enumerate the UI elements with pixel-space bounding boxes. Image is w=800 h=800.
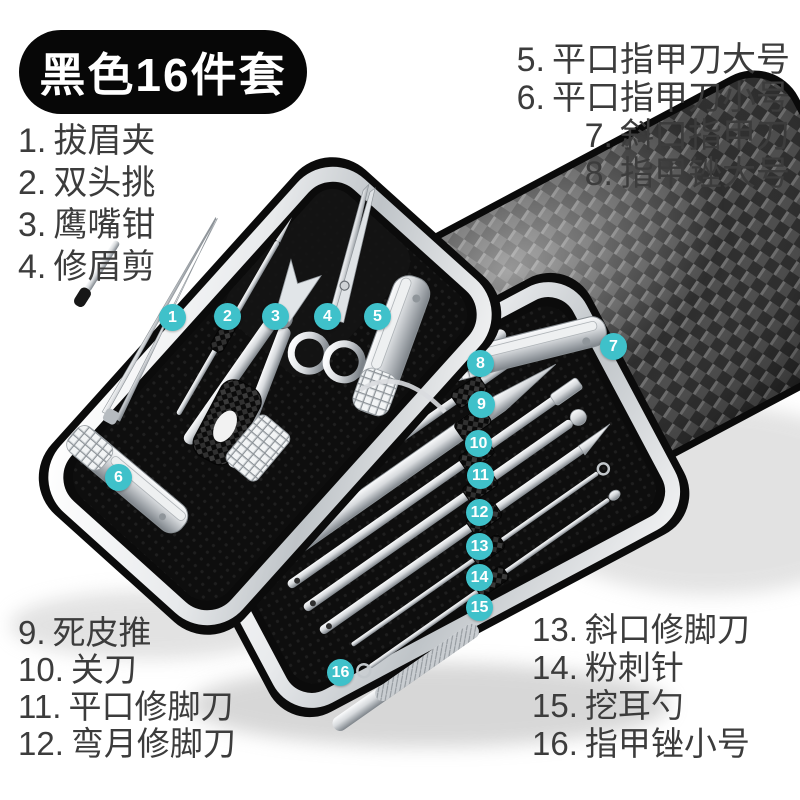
legend-item: 4.修眉剪	[18, 246, 155, 288]
tool-marker-10: 10	[465, 430, 492, 457]
nail-file-small-icon	[332, 623, 479, 731]
tool-marker-5: 5	[364, 303, 391, 330]
legend-item-number: 3.	[18, 206, 47, 244]
legend-item-label: 鹰嘴钳	[53, 206, 156, 244]
tool-marker-15: 15	[466, 594, 493, 621]
legend-item: 6.平口指甲刀小号	[517, 79, 790, 117]
legend-item-label: 双头挑	[53, 164, 156, 202]
legend-item-label: 指甲锉大号	[620, 155, 790, 193]
legend-item: 2.双头挑	[18, 162, 155, 204]
clipper-lever-wire	[358, 379, 447, 414]
legend-item: 13.斜口修脚刀	[532, 611, 750, 649]
legend-item-number: 9.	[18, 614, 46, 651]
legend-top-left: 1.拔眉夹 2.双头挑 3.鹰嘴钳 4.修眉剪	[18, 120, 155, 288]
eagle-nose-nipper-icon	[183, 258, 322, 469]
legend-item: 14.粉刺针	[532, 649, 750, 687]
legend-item-label: 斜口修脚刀	[584, 611, 750, 648]
legend-item: 16.指甲锉小号	[532, 725, 750, 763]
legend-item-label: 斜口指甲刀	[620, 117, 790, 155]
legend-item: 11.平口修脚刀	[18, 688, 236, 725]
legend-item: 8.指甲锉大号	[517, 155, 790, 193]
legend-item-number: 13.	[532, 611, 578, 648]
set-title-badge: 黑色16件套	[19, 30, 307, 114]
legend-item-number: 12.	[18, 725, 64, 762]
tool-marker-6: 6	[105, 464, 132, 491]
legend-item-label: 挖耳勺	[584, 687, 684, 724]
legend-item: 7.斜口指甲刀	[517, 117, 790, 155]
legend-item-number: 8.	[584, 155, 613, 193]
legend-bottom-right: 13.斜口修脚刀 14.粉刺针 15.挖耳勺 16.指甲锉小号	[532, 611, 750, 763]
tool-marker-16: 16	[327, 659, 354, 686]
legend-item-number: 1.	[18, 122, 47, 160]
tool-marker-13: 13	[466, 533, 493, 560]
legend-item-number: 14.	[532, 649, 578, 686]
legend-item-number: 15.	[532, 687, 578, 724]
legend-item-label: 平口指甲刀小号	[552, 79, 790, 117]
legend-item-label: 平口修脚刀	[68, 688, 234, 725]
legend-item-label: 关刀	[70, 651, 137, 688]
legend-item: 10.关刀	[18, 651, 236, 688]
tool-marker-11: 11	[467, 462, 494, 489]
tool-marker-2: 2	[214, 303, 241, 330]
legend-item-number: 10.	[18, 651, 64, 688]
legend-item-label: 指甲锉小号	[584, 725, 750, 762]
tool-marker-12: 12	[466, 499, 493, 526]
legend-top-right: 5.平口指甲刀大号 6.平口指甲刀小号 7.斜口指甲刀 8.指甲锉大号	[517, 41, 790, 193]
tool-marker-7: 7	[600, 333, 627, 360]
legend-item-label: 死皮推	[52, 614, 152, 651]
legend-item-label: 粉刺针	[584, 649, 684, 686]
legend-item: 5.平口指甲刀大号	[517, 41, 790, 79]
legend-item-label: 弯月修脚刀	[70, 725, 236, 762]
slant-pedicure-knife-icon	[319, 423, 611, 635]
knurled-pad	[225, 414, 291, 482]
tool-marker-3: 3	[262, 303, 289, 330]
legend-item-label: 修眉剪	[53, 248, 156, 286]
legend-item-number: 4.	[18, 248, 47, 286]
legend-item: 12.弯月修脚刀	[18, 725, 236, 762]
legend-item-number: 16.	[532, 725, 578, 762]
legend-item: 9.死皮推	[18, 614, 236, 651]
legend-item-number: 5.	[516, 41, 545, 79]
legend-item-number: 2.	[18, 164, 47, 202]
tool-marker-1: 1	[159, 304, 186, 331]
legend-bottom-left: 9.死皮推 10.关刀 11.平口修脚刀 12.弯月修脚刀	[18, 614, 236, 762]
legend-item: 3.鹰嘴钳	[18, 204, 155, 246]
eyebrow-razor-icon	[73, 240, 120, 308]
legend-item-number: 6.	[516, 79, 545, 117]
crescent-pedicure-knife-icon	[303, 408, 587, 612]
eyebrow-scissors-icon	[287, 183, 376, 384]
legend-item-number: 7.	[584, 117, 613, 155]
legend-item-label: 拔眉夹	[53, 122, 156, 160]
legend-item-label: 平口指甲刀大号	[552, 41, 790, 79]
tool-marker-14: 14	[466, 564, 493, 591]
tool-marker-4: 4	[314, 303, 341, 330]
legend-item: 1.拔眉夹	[18, 120, 155, 162]
tool-marker-9: 9	[468, 391, 495, 418]
legend-item: 15.挖耳勺	[532, 687, 750, 725]
tool-marker-8: 8	[467, 350, 494, 377]
legend-item-number: 11.	[18, 688, 62, 725]
